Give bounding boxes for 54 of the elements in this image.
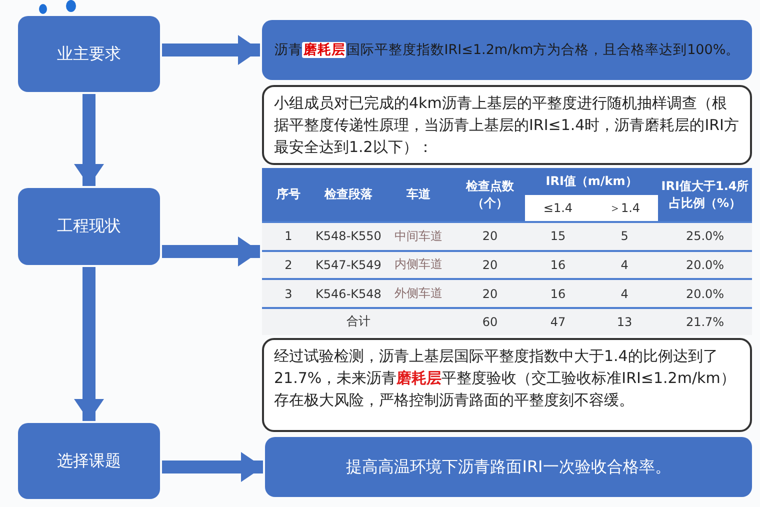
- table-cell: 内侧车道: [394, 257, 442, 272]
- note-text: 小组成员对已完成的4km沥青上基层的平整度进行随机抽样调查（根据平整度传递性原理，当沥青上基层的IRI≤1.4时，沥青磨耗层的IRI方最安全达到1.2以下）：: [274, 93, 740, 158]
- header-cell: IRI值（m/km）: [546, 174, 638, 188]
- table-cell: K548-K550: [316, 229, 382, 244]
- table-cell: 20.0%: [686, 286, 724, 301]
- box-label: 业主要求: [57, 44, 121, 64]
- table-cell: 4: [620, 258, 628, 272]
- process-box: [265, 437, 752, 497]
- table-cell: 3: [284, 286, 292, 301]
- block-arrow: [74, 267, 104, 421]
- note-box: [262, 85, 752, 165]
- block-arrow: [74, 94, 104, 186]
- note-box: [262, 338, 752, 432]
- process-box: [18, 16, 160, 92]
- block-arrow: [162, 35, 260, 65]
- table-cell: 16: [550, 258, 566, 272]
- table-cell: 25.0%: [686, 229, 724, 244]
- table-cell: 中间车道: [394, 228, 442, 243]
- table-cell: 20: [482, 258, 498, 272]
- box-label: 提高高温环境下沥青路面IRI一次验收合格率。: [346, 456, 671, 478]
- table-cell: 4: [620, 286, 628, 301]
- table-cell: 16: [550, 286, 566, 301]
- data-table: [262, 168, 752, 335]
- process-box: [262, 20, 752, 80]
- table-cell: 20.0%: [686, 258, 724, 272]
- block-arrow: [162, 236, 260, 266]
- process-box: [18, 188, 160, 265]
- process-box: [18, 423, 160, 499]
- table-cell: 20: [482, 229, 498, 244]
- block-arrow: [162, 452, 263, 482]
- header-cell: ≤1.4: [543, 201, 573, 215]
- header-cell: 序号: [276, 187, 300, 201]
- table-cell: 1: [284, 229, 292, 244]
- note-text: 经过试验检测，沥青上基层国际平整度指数中大于1.4的比例达到了21.7%，未来沥青磨耗层平整度验收（交工验收标准IRI≤1.2m/km）存在极大风险，严格控制沥青路面的平整度刻不容缓。: [274, 346, 736, 411]
- table-cell: 13: [616, 314, 632, 329]
- box-label: 选择课题: [57, 450, 121, 472]
- table-cell: 5: [620, 229, 628, 244]
- table-cell: 60: [482, 314, 498, 329]
- header-cell: 车道: [406, 187, 430, 201]
- table-cell: 合计: [346, 314, 370, 328]
- table-cell: K547-K549: [316, 258, 382, 272]
- table-cell: 47: [550, 314, 566, 329]
- table-cell: 15: [550, 229, 566, 244]
- header-cell: ＞1.4: [608, 200, 640, 214]
- header-cell: IRI值大于1.4所占比例（%）: [661, 178, 749, 210]
- box-label: 沥青磨耗层国际平整度指数IRI≤1.2m/km方为合格，且合格率达到100%。: [274, 41, 740, 59]
- table-cell: 21.7%: [686, 314, 724, 329]
- table-cell: K546-K548: [316, 286, 382, 301]
- table-cell: 外侧车道: [394, 286, 442, 300]
- header-cell: 检查段落: [324, 187, 372, 201]
- table-cell: 2: [284, 258, 292, 272]
- header-cell: 检查点数（个）: [466, 178, 514, 210]
- table-cell: 20: [482, 286, 498, 301]
- box-label: 工程现状: [57, 216, 121, 237]
